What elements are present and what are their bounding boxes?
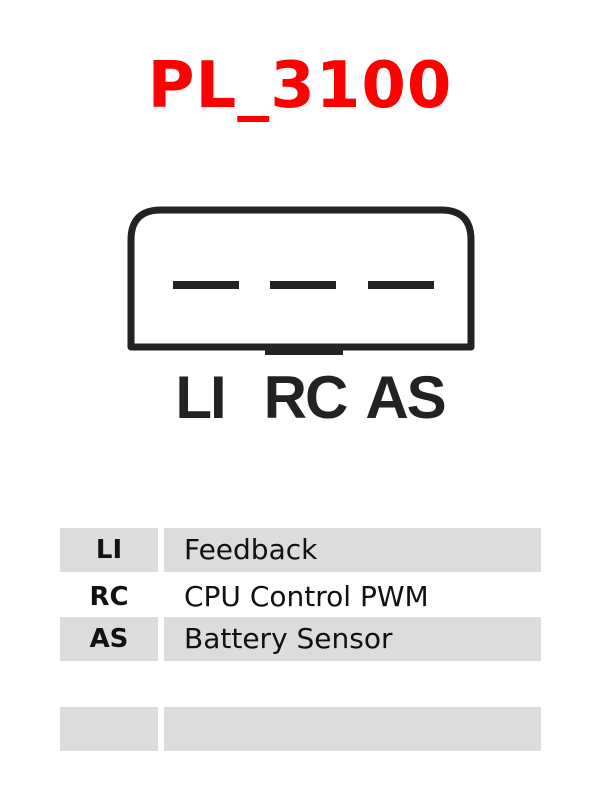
connector-latch <box>265 344 343 355</box>
part-number-title: PL_3100 <box>147 49 453 123</box>
pin-description-cell: CPU Control PWM <box>184 580 429 613</box>
connector-housing <box>127 206 475 351</box>
pin-label-li: LI <box>175 364 224 431</box>
table-row: LI Feedback <box>60 528 541 572</box>
pin-code-cell: AS <box>60 617 158 661</box>
pin-code-cell: LI <box>60 528 158 572</box>
pin-label-as: AS <box>365 364 444 431</box>
pin-code-cell <box>60 662 158 706</box>
pin-code-cell <box>60 707 158 751</box>
pin-description-cell: Feedback <box>164 528 541 572</box>
table-row <box>60 662 541 706</box>
pin-label-rc: RC <box>264 364 347 431</box>
pin-terminal-rc <box>270 281 336 289</box>
pin-description-cell <box>164 707 541 751</box>
table-row <box>60 707 541 751</box>
pin-code-cell: RC <box>89 582 129 612</box>
pin-terminal-as <box>368 281 434 289</box>
pin-terminal-li <box>173 281 239 289</box>
table-row: RC CPU Control PWM <box>60 575 541 619</box>
pin-description-cell: Battery Sensor <box>164 617 541 661</box>
table-row: AS Battery Sensor <box>60 617 541 661</box>
pin-description-cell <box>164 662 541 706</box>
connector-diagram: LI RC AS <box>127 206 475 431</box>
